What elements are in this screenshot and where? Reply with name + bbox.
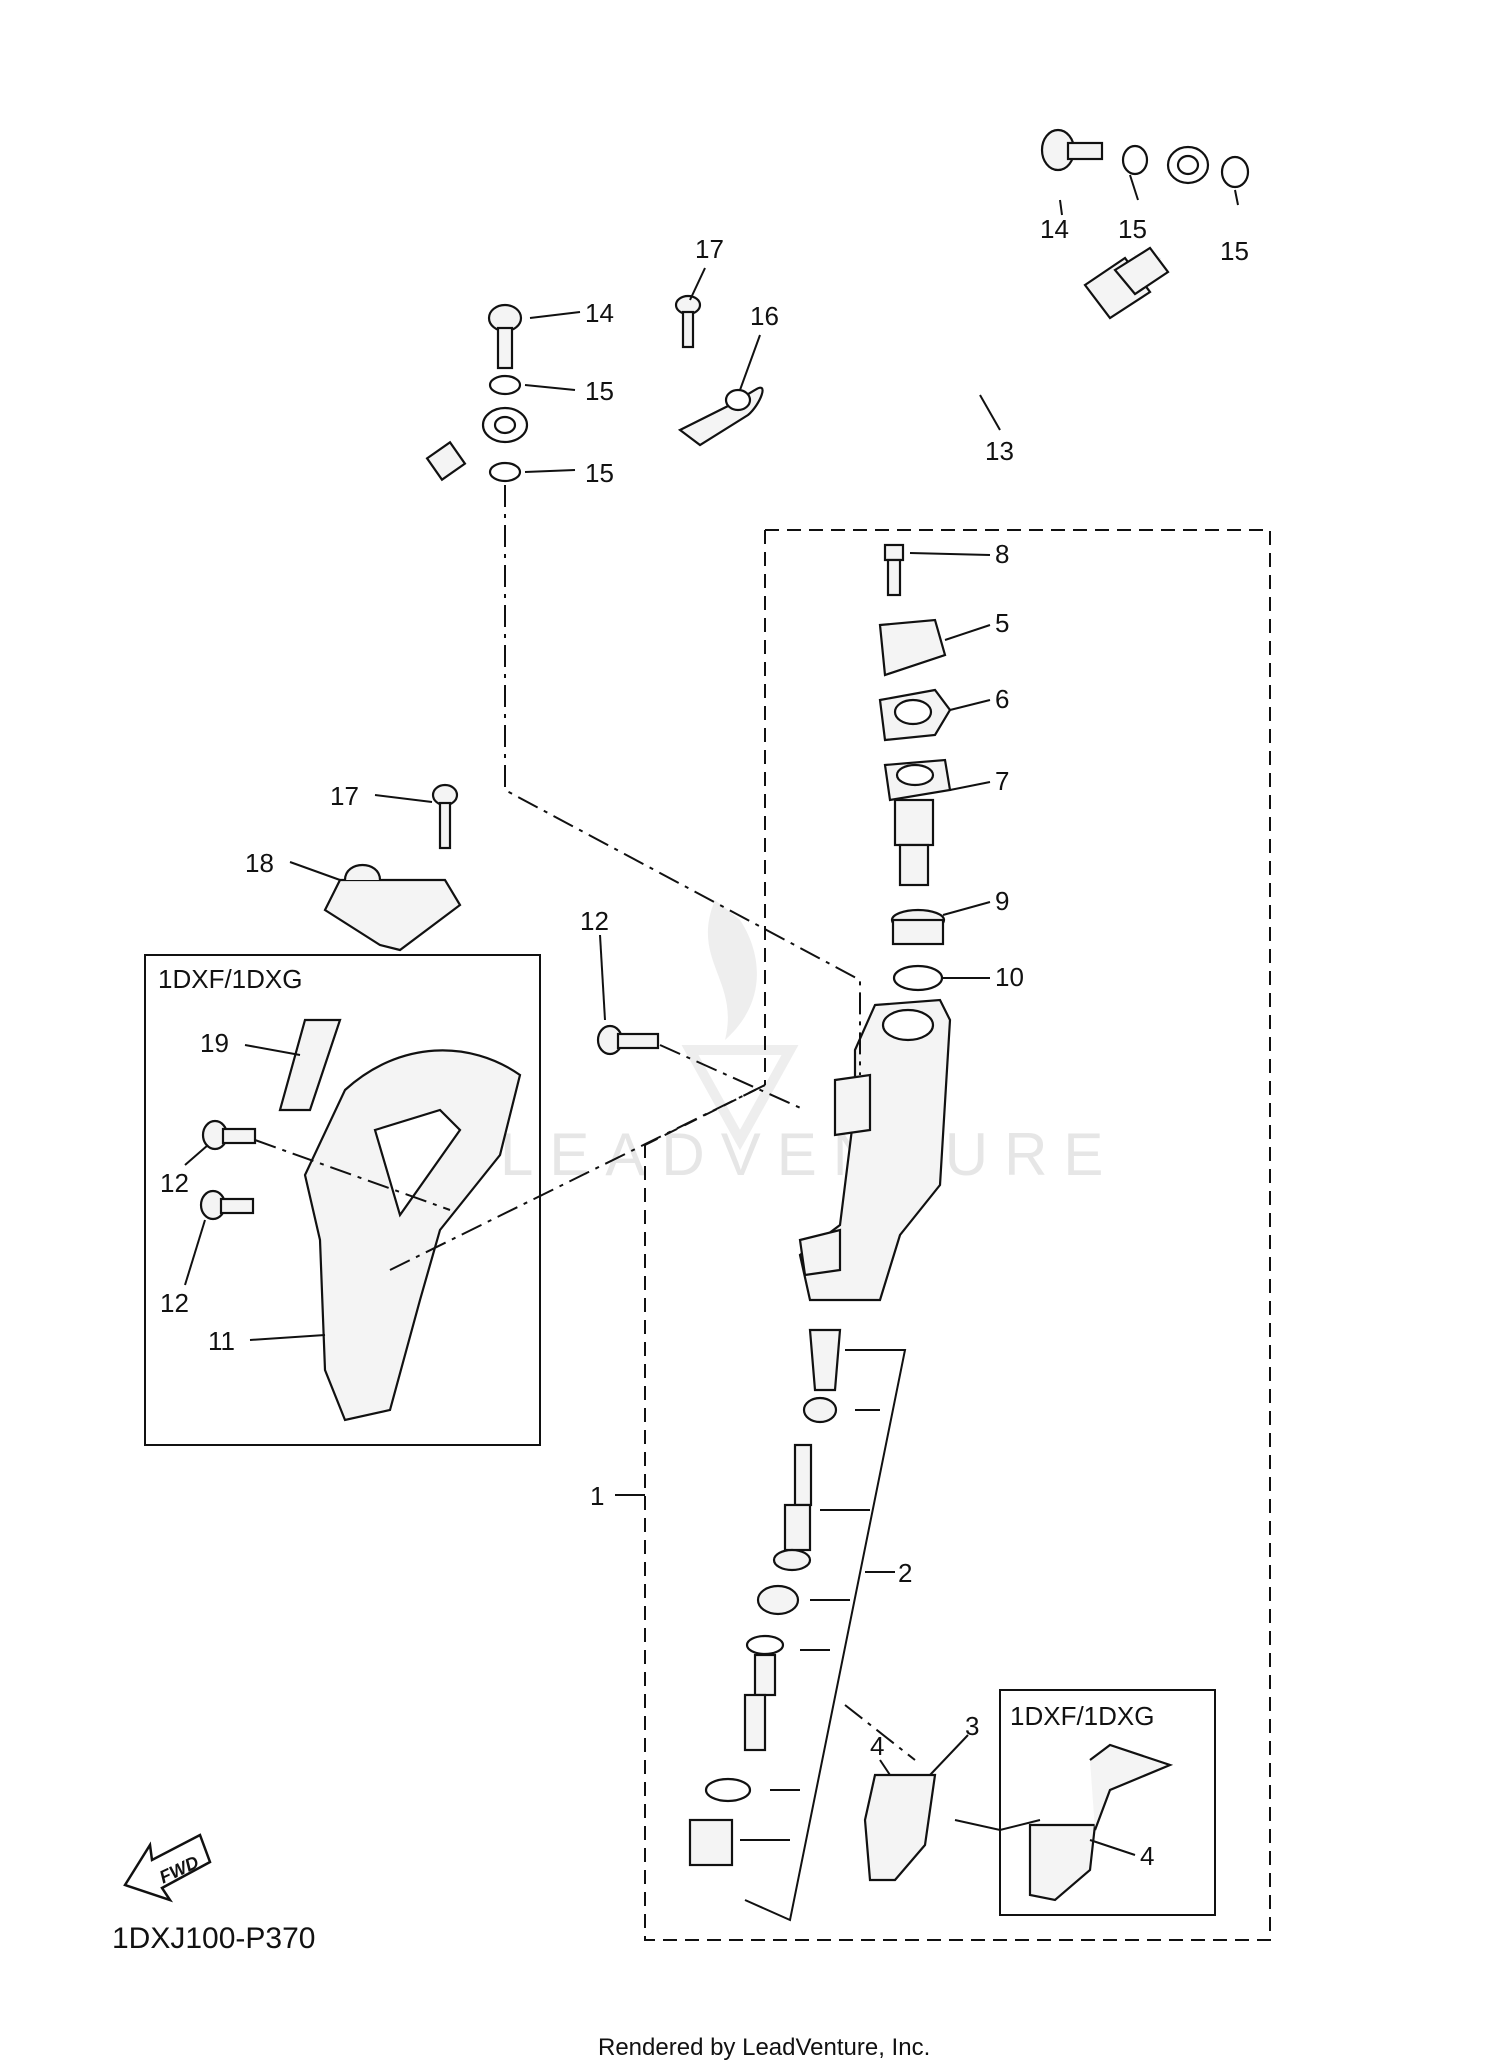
boot xyxy=(688,1818,734,1867)
cap-5 xyxy=(878,618,947,677)
variant-box-left-label: 1DXF/1DXG xyxy=(158,964,303,994)
callout-12a: 12 xyxy=(580,906,609,936)
spring xyxy=(808,1328,842,1392)
washer-15c xyxy=(1121,144,1149,176)
kit-bracket xyxy=(740,1349,907,1922)
watermark-logo xyxy=(681,900,799,1151)
circlip-10 xyxy=(892,964,944,992)
callout-16: 16 xyxy=(750,301,779,331)
assembly-line-12a xyxy=(659,1044,806,1111)
callout-15d: 15 xyxy=(1220,236,1249,266)
push-rod xyxy=(743,1634,785,1752)
assembly-line-clevis xyxy=(844,1704,916,1761)
washer-15a xyxy=(488,374,522,396)
assembly-dashed-box xyxy=(644,529,1271,1941)
screw-17b xyxy=(431,783,459,850)
callout-14a: 14 xyxy=(585,298,614,328)
master-cylinder-body xyxy=(798,998,952,1302)
callout-7: 7 xyxy=(995,766,1009,796)
callout-1: 1 xyxy=(590,1481,604,1511)
circlip-lower xyxy=(704,1777,752,1803)
sticker-19 xyxy=(278,1018,342,1112)
reservoir-7 xyxy=(883,758,952,887)
watermark-text: LEADVENTURE xyxy=(500,1121,1119,1188)
assembly-line-hose xyxy=(504,485,861,1075)
callout-labels: 1 2 3 4 4 5 6 7 8 9 10 11 12 12 12 13 14… xyxy=(160,214,1249,1871)
fwd-arrow-icon: FWD xyxy=(123,1833,212,1903)
union-bolt-upper-right xyxy=(1040,128,1104,172)
bolt-12b xyxy=(201,1119,257,1151)
callout-4a: 4 xyxy=(870,1731,884,1761)
render-credit: Rendered by LeadVenture, Inc. xyxy=(598,2034,930,2061)
callout-19: 19 xyxy=(200,1028,229,1058)
callout-3: 3 xyxy=(965,1711,979,1741)
callout-5: 5 xyxy=(995,608,1009,638)
cup-seal-upper xyxy=(802,1396,838,1424)
rear-master-cylinder-guard xyxy=(303,1049,522,1422)
callout-9: 9 xyxy=(995,886,1009,916)
callout-2: 2 xyxy=(898,1558,912,1588)
piston xyxy=(772,1443,813,1572)
screw-17a xyxy=(674,294,702,349)
union-bolt-upper-left xyxy=(487,303,523,370)
callout-15c: 15 xyxy=(1118,214,1147,244)
grommet-9 xyxy=(890,908,946,946)
callout-17a: 17 xyxy=(695,234,724,264)
callout-15a: 15 xyxy=(585,376,614,406)
assembly-line-guard xyxy=(389,1084,766,1271)
variant-box-left xyxy=(144,954,541,1446)
leader-lines xyxy=(184,174,1239,1856)
callout-8: 8 xyxy=(995,539,1009,569)
bolt-12c xyxy=(199,1189,255,1221)
hose-guide-18 xyxy=(323,864,462,952)
diagram-code: 1DXJ100-P370 xyxy=(112,1922,315,1955)
bolt-12a xyxy=(596,1024,660,1056)
callout-10: 10 xyxy=(995,962,1024,992)
callout-13: 13 xyxy=(985,436,1014,466)
washer-15d xyxy=(1220,155,1250,189)
cup-seal-lower xyxy=(756,1584,800,1616)
clevis-4a xyxy=(863,1773,937,1882)
clevis-4b xyxy=(1028,1743,1174,1902)
variant-box-right-label: 1DXF/1DXG xyxy=(1010,1701,1155,1731)
callout-6: 6 xyxy=(995,684,1009,714)
callout-12c: 12 xyxy=(160,1288,189,1318)
brake-hose xyxy=(209,145,1210,731)
variant-box-right xyxy=(999,1689,1216,1916)
callout-15b: 15 xyxy=(585,458,614,488)
callout-11: 11 xyxy=(208,1326,235,1356)
callout-12b: 12 xyxy=(160,1168,189,1198)
callout-4b: 4 xyxy=(1140,1841,1154,1871)
callout-14b: 14 xyxy=(1040,214,1069,244)
bolt-8 xyxy=(883,543,905,597)
callout-17b: 17 xyxy=(330,781,359,811)
bracket-line-right xyxy=(954,1819,1041,1832)
callout-18: 18 xyxy=(245,848,274,878)
assembly-line-12b xyxy=(254,1139,451,1211)
washer-15b xyxy=(488,461,522,483)
hose-clamp-16 xyxy=(677,386,764,447)
